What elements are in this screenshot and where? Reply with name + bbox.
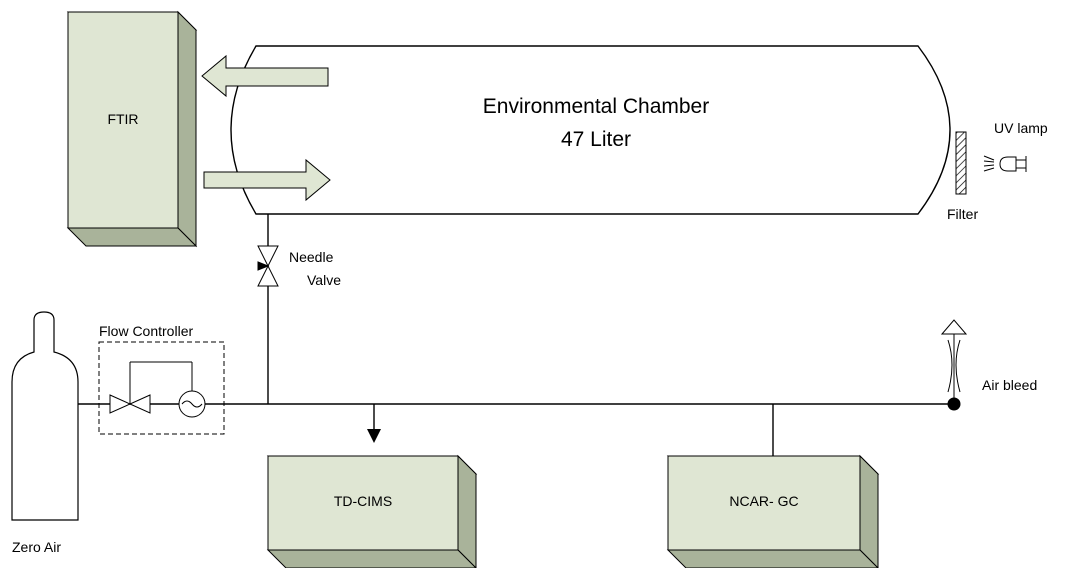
ftir-label: FTIR [107,111,138,127]
chamber-title: Environmental Chamber [483,95,709,118]
arrow-to-ftir [201,54,329,98]
control-valve-icon [109,361,193,414]
zero-air-label: Zero Air [12,539,61,555]
uv-lamp-icon [983,155,1027,172]
environmental-chamber [230,45,951,215]
arrow-to-chamber [203,158,331,202]
uv-lamp-label: UV lamp [994,120,1048,136]
filter-label: Filter [947,206,978,222]
td-cims-instrument: TD-CIMS [266,454,478,568]
ftir-instrument: FTIR [66,10,198,248]
flow-controller-label: Flow Controller [99,323,193,339]
air-bleed-label: Air bleed [982,377,1037,393]
needle-valve-label-1: Needle [289,249,334,265]
needle-valve-icon [257,245,279,287]
needle-valve-label-2: Valve [307,272,341,288]
ncar-gc-instrument: NCAR- GC [666,454,880,568]
chamber-volume: 47 Liter [561,128,631,151]
flow-controller-box [98,341,225,435]
flow-meter-icon [178,390,206,418]
zero-air-cylinder [11,311,79,521]
ncar-gc-label: NCAR- GC [729,493,798,509]
filter-plate [955,131,967,195]
td-cims-label: TD-CIMS [334,493,392,509]
air-bleed-icon [940,319,968,411]
